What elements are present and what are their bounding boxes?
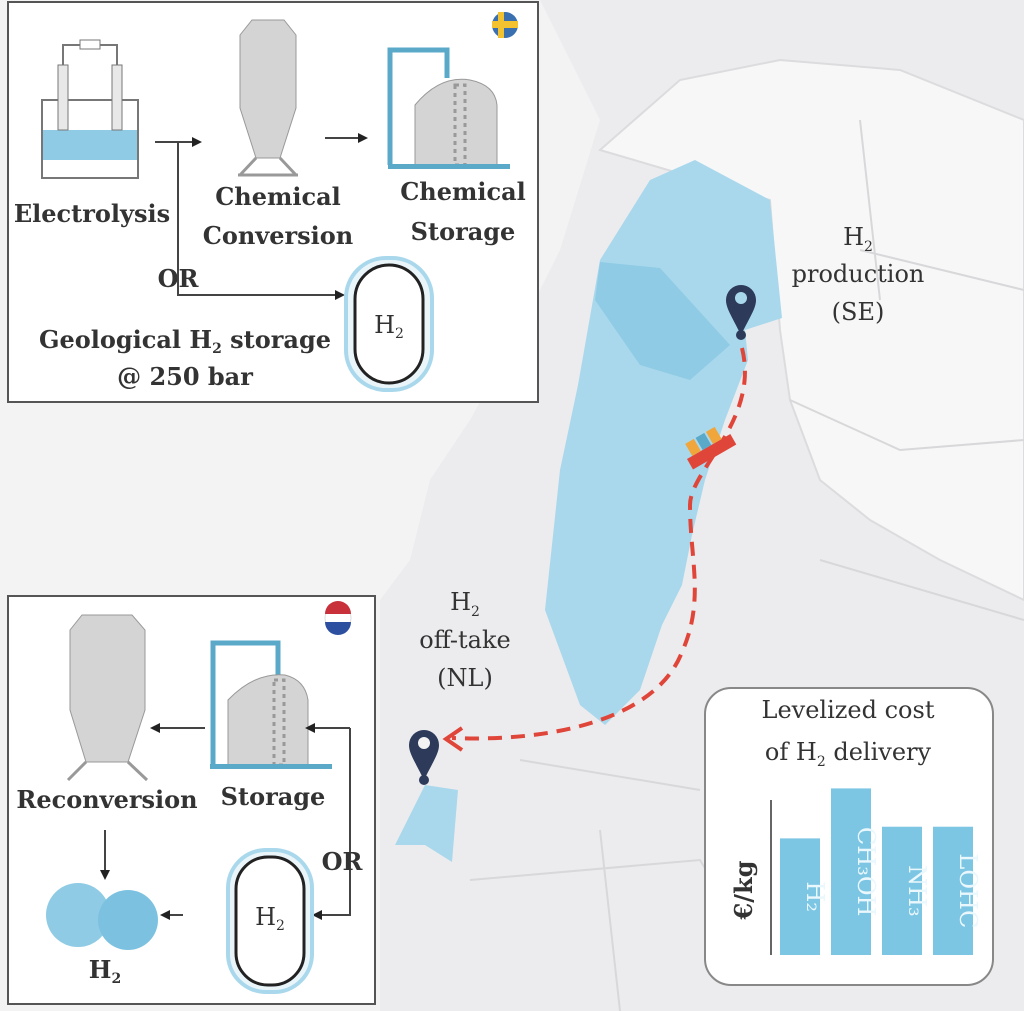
reactor-icon — [238, 19, 298, 177]
production-label-line1: production — [792, 260, 925, 288]
chem-storage-label-1: Chemical — [400, 177, 526, 206]
production-pin-icon — [726, 285, 756, 340]
geological-storage-label: Geological H2 storage — [39, 325, 331, 357]
flow-arrows-offtake — [104, 727, 351, 916]
h2-tank-icon-offtake: H2 — [226, 848, 314, 994]
storage-label: Storage — [221, 782, 326, 811]
northern-sweden-region — [595, 262, 730, 380]
electrolysis-label: Electrolysis — [14, 199, 170, 228]
reconversion-label: Reconversion — [16, 785, 197, 814]
electrolyzer-icon — [41, 39, 139, 179]
or-label-offtake: OR — [322, 847, 364, 876]
h2-product-label: H2 — [89, 955, 121, 987]
storage-tank-icon-offtake — [210, 640, 332, 769]
svg-text:H2: H2 — [255, 903, 285, 934]
offtake-label-line1: off-take — [419, 626, 510, 654]
pressure-label: @ 250 bar — [117, 362, 253, 391]
conversion-label-2: Conversion — [203, 221, 354, 250]
netherlands-region — [395, 785, 458, 862]
reactor-icon-reconversion — [66, 614, 149, 782]
levelized-cost-chart: Levelized cost of H2 delivery €/kg H₂ CH₃… — [704, 687, 994, 986]
flow-arrows — [155, 141, 335, 296]
h2-tank-icon: H2 — [344, 256, 434, 392]
storage-tank-icon — [387, 47, 510, 169]
bar-label-0: H₂ — [801, 881, 829, 912]
bar-3 — [933, 826, 973, 955]
route-arrowhead — [442, 726, 464, 752]
bar-label-1: CH₃OH — [852, 827, 880, 917]
chart-title-line1: Levelized cost — [762, 696, 935, 724]
offtake-pin-icon — [409, 730, 439, 785]
production-panel: Electrolysis Chemical Conversion Chemica… — [7, 1, 539, 403]
sweden-flag-icon — [492, 12, 518, 38]
bar-0 — [780, 838, 820, 955]
chem-storage-label-2: Storage — [411, 217, 516, 246]
offtake-label-h2: H2 — [450, 588, 480, 620]
bar-1 — [831, 788, 871, 955]
bar-2 — [882, 826, 922, 955]
bar-label-3: LOHC — [954, 853, 982, 928]
offtake-panel: Reconversion Storage OR H2 H2 — [7, 595, 376, 1005]
production-label-line2: (SE) — [832, 298, 885, 326]
svg-text:H2: H2 — [374, 311, 404, 342]
chart-title-line2: of H2 delivery — [765, 738, 932, 770]
h2-molecule-icon — [46, 883, 158, 950]
conversion-label-1: Chemical — [215, 182, 341, 211]
or-label: OR — [158, 264, 200, 293]
bar-label-2: NH₃ — [903, 865, 931, 917]
ship-icon — [685, 426, 737, 470]
netherlands-flag-icon — [324, 601, 352, 635]
chart-ylabel: €/kg — [729, 860, 758, 920]
production-label-h2: H2 — [843, 223, 873, 255]
offtake-label-line2: (NL) — [437, 664, 493, 692]
